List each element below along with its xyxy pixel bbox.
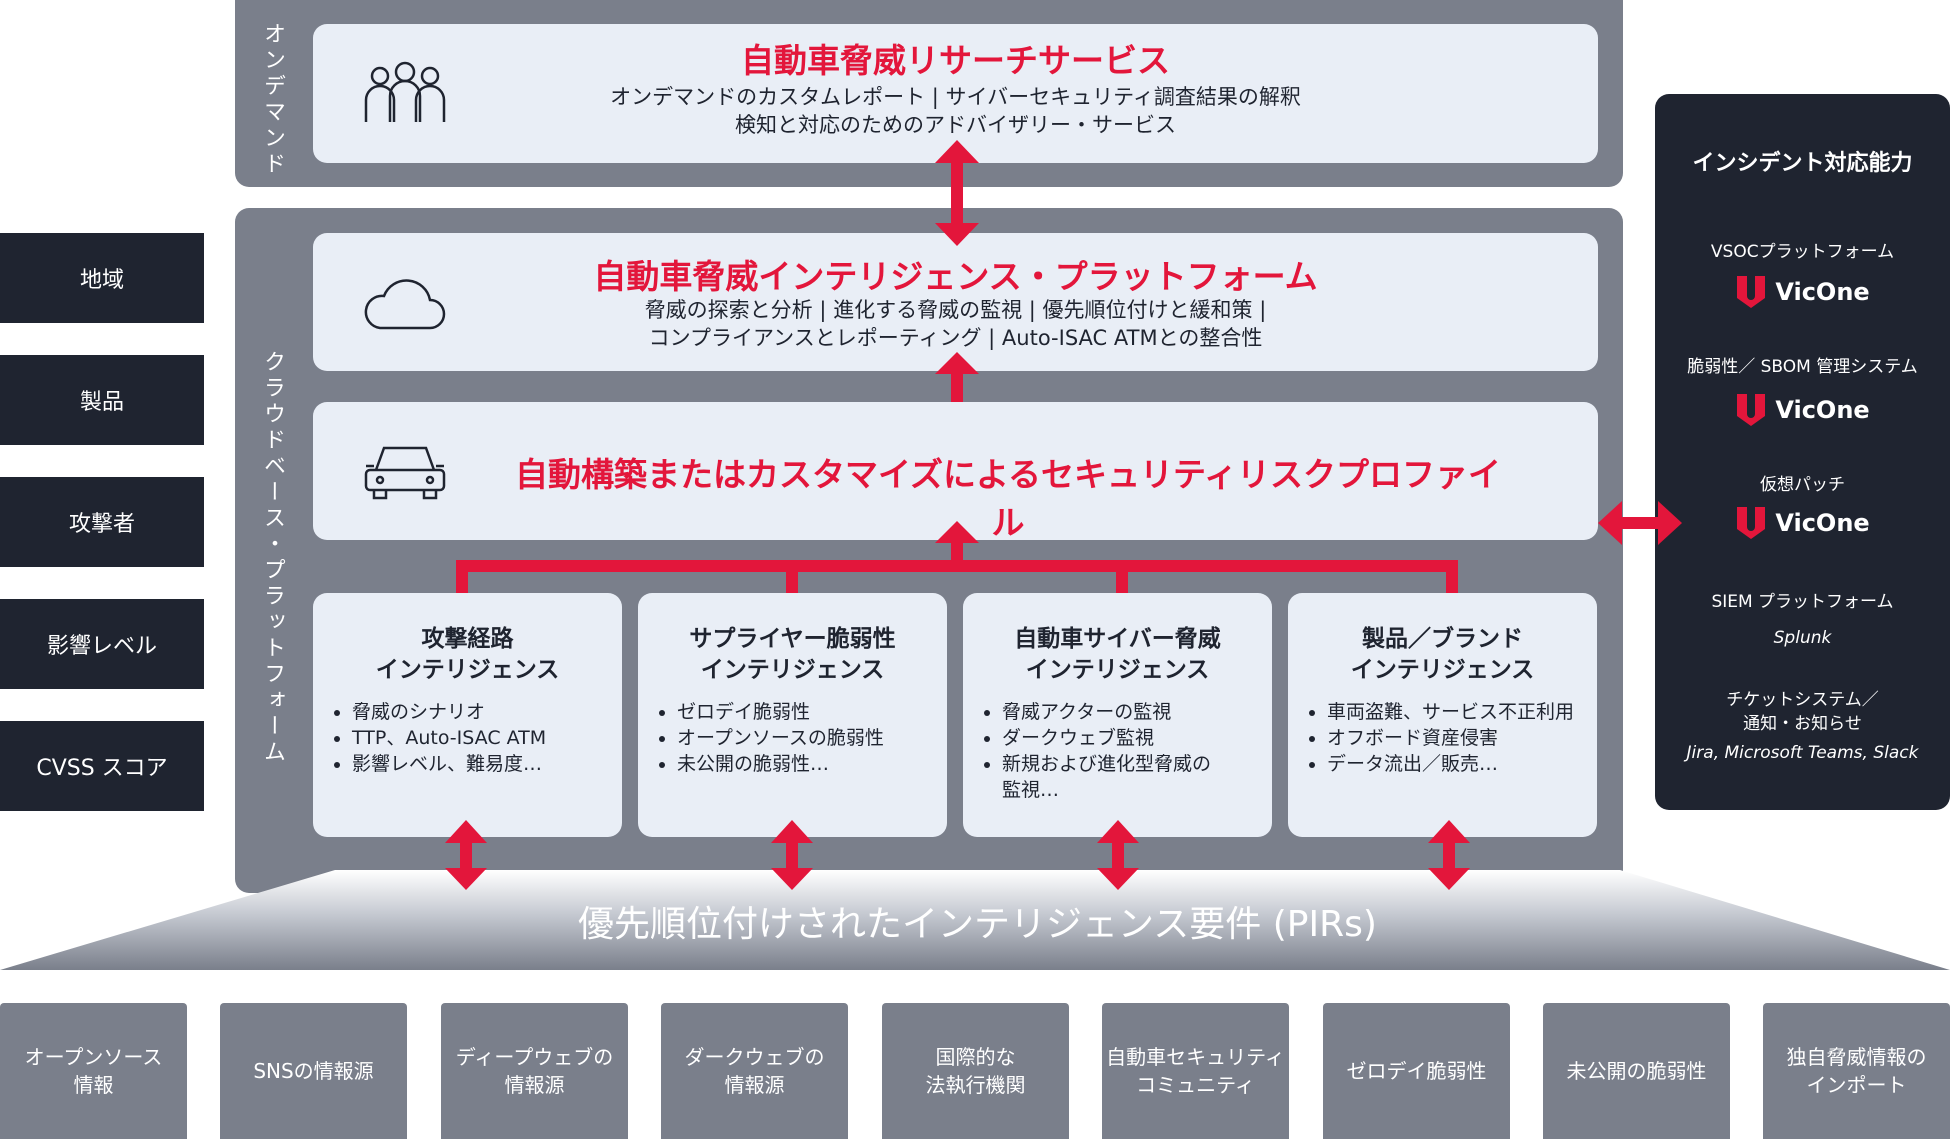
- list-item: オフボード資産侵害: [1327, 725, 1595, 751]
- list-item: データ流出／販売…: [1327, 751, 1595, 777]
- intel-box-subtitle: インテリジェンス: [1025, 657, 1210, 683]
- vicone-logo-text: VicOne: [1775, 278, 1870, 306]
- intel-box-subtitle: インテリジェンス: [375, 657, 560, 683]
- ticket-system-label: チケットシステム／ 通知・お知らせ: [1726, 690, 1879, 734]
- list-item: ダークウェブ監視: [1002, 725, 1220, 751]
- source-dark-web: ダークウェブの 情報源: [661, 1003, 848, 1139]
- list-item: TTP、Auto-ISAC ATM: [352, 725, 615, 751]
- intel-box-supplier-vulnerability: [638, 593, 947, 837]
- intel-box-subtitle: インテリジェンス: [1350, 657, 1535, 683]
- risk-profile-title: 自動構築またはカスタマイズによるセキュリティリスクプロファイル: [514, 455, 1502, 542]
- people-icon: [360, 60, 450, 130]
- list-item: 影響レベル、難易度…: [352, 751, 615, 777]
- intel-box-title: 自動車サイバー脅威: [1014, 626, 1221, 652]
- intel-box-bullets: 脅威アクターの監視 ダークウェブ監視 新規および進化型脅威の監視…: [980, 699, 1220, 803]
- intel-box-bullets: ゼロデイ脆弱性 オープンソースの脆弱性 未公開の脆弱性…: [655, 699, 940, 777]
- incident-response-title: インシデント対応能力: [1692, 151, 1913, 176]
- dimension-impact-level: 影響レベル: [0, 599, 204, 689]
- dimension-region: 地域: [0, 233, 204, 323]
- intel-box-title: 攻撃経路: [421, 626, 514, 652]
- dimension-attacker: 攻撃者: [0, 477, 204, 567]
- splunk-label: Splunk: [1773, 628, 1832, 648]
- dimension-cvss-score: CVSS スコア: [0, 721, 204, 811]
- list-item: 脅威のシナリオ: [352, 699, 615, 725]
- cloud-platform-label: クラウドベース・プラットフォーム: [260, 350, 285, 766]
- list-item: 未公開の脆弱性…: [677, 751, 940, 777]
- risk-profile-card: [313, 402, 1598, 540]
- research-service-title: 自動車脅威リサーチサービス: [741, 41, 1170, 80]
- ticket-tools-label: Jira, Microsoft Teams, Slack: [1686, 743, 1919, 763]
- source-undisclosed: 未公開の脆弱性: [1543, 1003, 1730, 1139]
- research-service-line1: オンデマンドのカスタムレポート | サイバーセキュリティ調査結果の解釈: [610, 85, 1301, 109]
- intel-box-product-brand: [1288, 593, 1597, 837]
- virtual-patch-label: 仮想パッチ: [1760, 475, 1845, 495]
- intel-box-title: 製品／ブランド: [1362, 626, 1523, 652]
- siem-label: SIEM プラットフォーム: [1711, 592, 1894, 612]
- vicone-logo: VicOne: [1655, 272, 1950, 312]
- pirs-band: [0, 870, 1950, 970]
- intelligence-platform-title: 自動車脅威インテリジェンス・プラットフォーム: [593, 257, 1318, 296]
- vicone-logo: VicOne: [1655, 390, 1950, 430]
- intel-box-bullets: 車両盗難、サービス不正利用 オフボード資産侵害 データ流出／販売…: [1305, 699, 1595, 777]
- shield-icon: [1737, 394, 1766, 426]
- list-item: 車両盗難、サービス不正利用: [1327, 699, 1595, 725]
- incident-response-panel: [1655, 94, 1950, 810]
- source-auto-security-community: 自動車セキュリティ コミュニティ: [1102, 1003, 1289, 1139]
- research-service-card: [313, 24, 1598, 163]
- vicone-logo-text: VicOne: [1775, 509, 1870, 537]
- pirs-label: 優先順位付けされたインテリジェンス要件 (PIRs): [578, 904, 1377, 945]
- vicone-logo-text: VicOne: [1775, 396, 1870, 424]
- intel-box-subtitle: インテリジェンス: [700, 657, 885, 683]
- source-open-source: オープンソース 情報: [0, 1003, 187, 1139]
- intel-box-bullets: 脅威のシナリオ TTP、Auto-ISAC ATM 影響レベル、難易度…: [330, 699, 615, 777]
- source-deep-web: ディープウェブの 情報源: [441, 1003, 628, 1139]
- list-item: 新規および進化型脅威の監視…: [1002, 751, 1220, 803]
- on-demand-label: オンデマンド: [260, 22, 285, 178]
- intel-box-auto-cyber-threat: [963, 593, 1272, 837]
- vsoc-label: VSOCプラットフォーム: [1710, 242, 1895, 262]
- shield-icon: [1737, 507, 1766, 539]
- shield-icon: [1737, 276, 1766, 308]
- list-item: オープンソースの脆弱性: [677, 725, 940, 751]
- cloud-icon: [362, 272, 448, 332]
- intelligence-platform-line2: コンプライアンスとレポーティング | Auto-ISAC ATMとの整合性: [648, 326, 1263, 350]
- source-proprietary-import: 独自脅威情報の インポート: [1763, 1003, 1950, 1139]
- list-item: ゼロデイ脆弱性: [677, 699, 940, 725]
- car-icon: [362, 440, 448, 502]
- source-zero-day: ゼロデイ脆弱性: [1323, 1003, 1510, 1139]
- intelligence-platform-line1: 脅威の探索と分析 | 進化する脅威の監視 | 優先順位付けと緩和策 |: [644, 298, 1267, 322]
- dimension-product: 製品: [0, 355, 204, 445]
- vuln-sbom-label: 脆弱性／ SBOM 管理システム: [1687, 357, 1918, 377]
- intel-box-title: サプライヤー脆弱性: [689, 626, 896, 652]
- source-sns: SNSの情報源: [220, 1003, 407, 1139]
- intelligence-platform-card: [313, 233, 1598, 371]
- research-service-line2: 検知と対応のためのアドバイザリー・サービス: [735, 113, 1176, 137]
- source-law-enforcement: 国際的な 法執行機関: [882, 1003, 1069, 1139]
- list-item: 脅威アクターの監視: [1002, 699, 1220, 725]
- vicone-logo: VicOne: [1655, 503, 1950, 543]
- intel-box-attack-path: [313, 593, 622, 837]
